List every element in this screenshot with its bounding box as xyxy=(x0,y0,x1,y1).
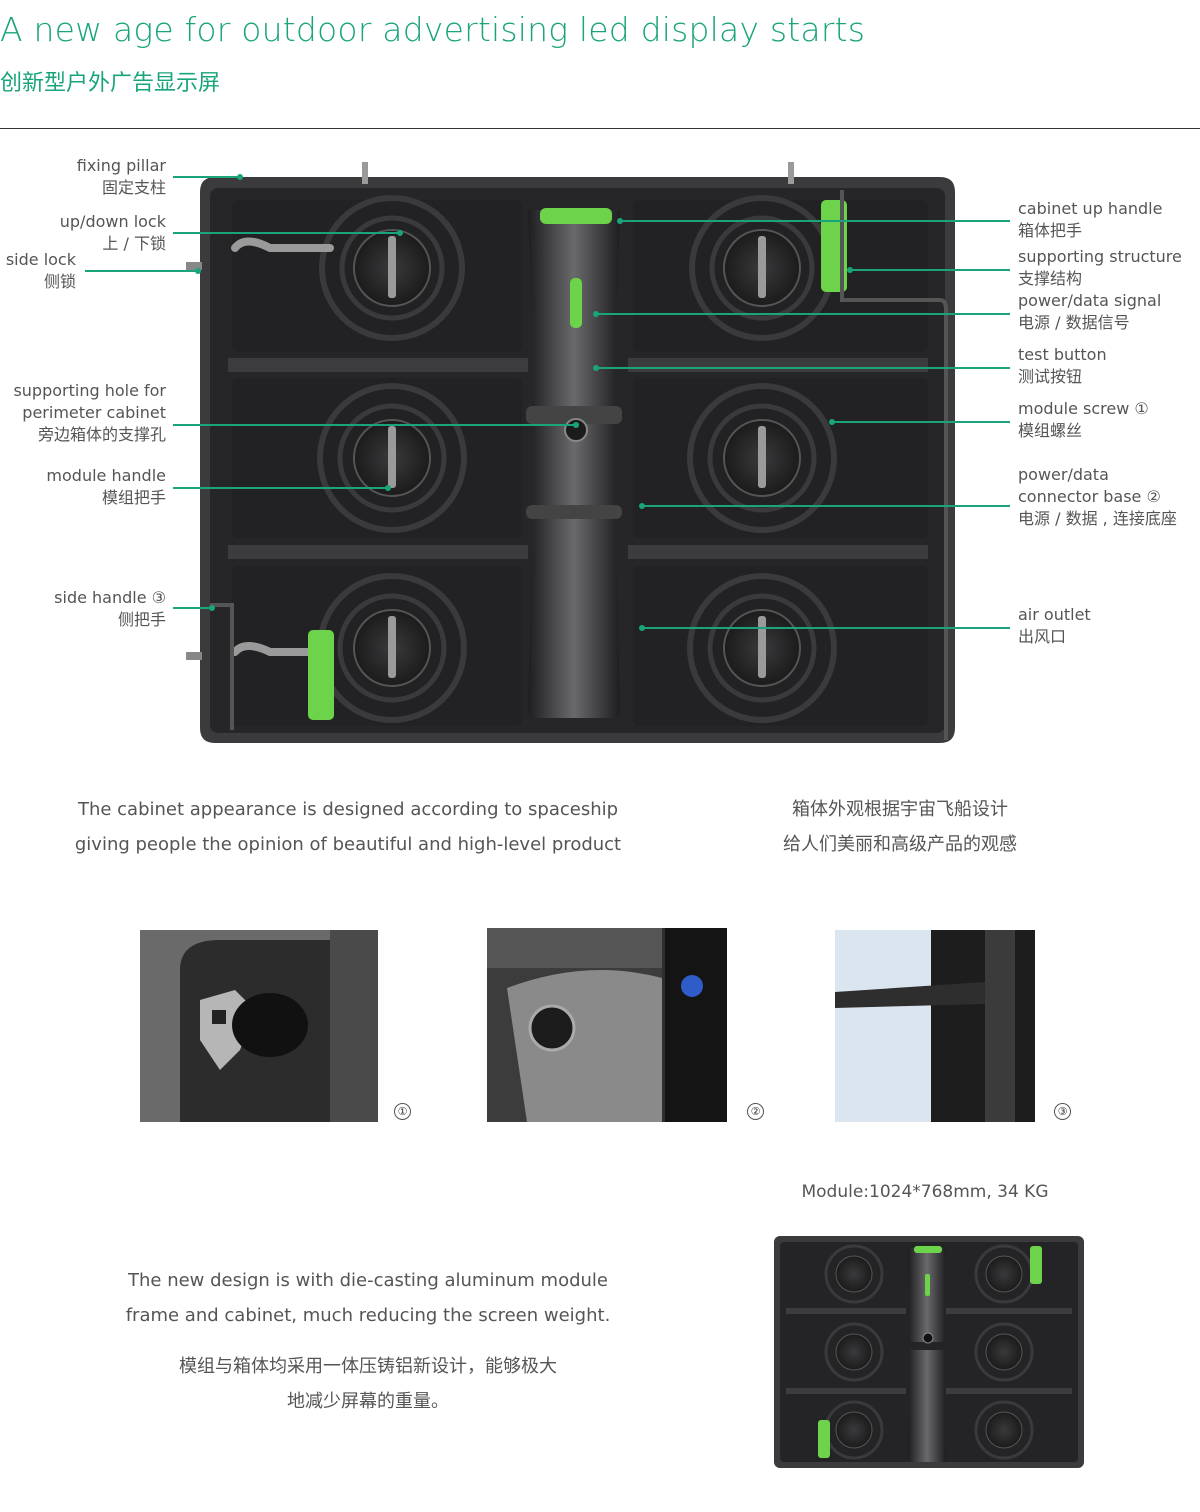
module-cabinet-illustration xyxy=(774,1236,1084,1468)
material-text-en: The new design is with die-casting alumi… xyxy=(125,1270,611,1326)
callout-lines xyxy=(85,176,1010,629)
module-tl xyxy=(232,195,522,352)
header-divider xyxy=(0,128,1200,129)
material-text-cn: 模组与箱体均采用一体压铸铝新设计，能够极大地减少屏幕的重量。 xyxy=(179,1356,557,1412)
module-ml xyxy=(232,378,522,538)
page-subtitle: 创新型户外广告显示屏 xyxy=(0,71,221,96)
module-bl xyxy=(232,566,522,726)
detail-number-3: ③ xyxy=(1054,1103,1071,1120)
detail-number-2: ② xyxy=(747,1103,764,1120)
cabinet-illustration xyxy=(85,162,1010,743)
module-br xyxy=(633,566,928,726)
module-mr xyxy=(633,378,928,538)
design-text-en: The cabinet appearance is designed accor… xyxy=(74,799,622,855)
design-text-cn: 箱体外观根据宇宙飞船设计给人们美丽和高级产品的观感 xyxy=(783,799,1017,855)
detail-photo-module-screw xyxy=(140,930,378,1122)
page-title: A new age for outdoor advertising led di… xyxy=(0,10,866,49)
detail-photo-connector-base xyxy=(487,928,727,1122)
detail-number-1: ① xyxy=(394,1103,411,1120)
module-caption: Module:1024*768mm, 34 KG xyxy=(801,1182,1049,1202)
detail-photo-side-handle xyxy=(835,930,1035,1122)
